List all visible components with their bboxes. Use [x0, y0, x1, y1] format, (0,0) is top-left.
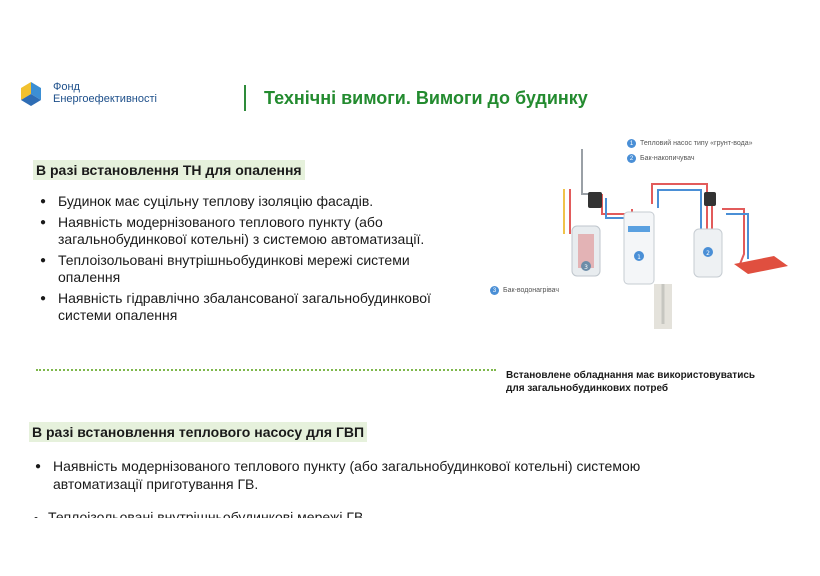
svg-text:3: 3 [584, 264, 588, 271]
list-item: Наявність гідравлічно збалансованої зага… [38, 290, 448, 325]
svg-text:2: 2 [706, 250, 710, 257]
page-title: Технічні вимоги. Вимоги до будинку [264, 88, 588, 108]
logo-text: Фонд Енергоефективності [53, 81, 157, 105]
legend-number: 2 [627, 154, 636, 163]
diagram-caption: Встановлене обладнання має використовува… [506, 369, 755, 395]
logo-line-1: Фонд [53, 81, 80, 93]
logo-line-2: Енергоефективності [53, 93, 157, 105]
legend-item-3: 3 Бак-водонагрівач [490, 286, 559, 295]
list-item: Наявність модернізованого теплового пунк… [33, 458, 713, 493]
diagram-illustration: 3 1 2 [563, 149, 788, 329]
legend-number: 3 [490, 286, 499, 295]
section2-heading: В разі встановлення теплового насосу для… [29, 422, 368, 442]
caption-line-1: Встановлене обладнання має використовува… [506, 370, 756, 381]
svg-text:1: 1 [637, 254, 641, 261]
cutoff-text: Теплоізольовані внутрішньобудинкові мере… [48, 509, 364, 518]
cutoff-list-item: ● Теплоізольовані внутрішньобудинкові мер… [33, 509, 363, 518]
legend-number: 1 [627, 139, 636, 148]
dotted-divider [36, 369, 496, 371]
caption-line-2: для загальнобудинкових потреб [506, 383, 669, 394]
logo: Фонд Енергоефективності [19, 80, 157, 106]
legend-label: Бак-водонагрівач [503, 287, 560, 294]
header-divider [244, 85, 246, 111]
bullet: ● [33, 514, 39, 518]
heat-pump-diagram: 3 1 2 1 Тепловий насос типу «грунт-вода»… [482, 134, 800, 334]
logo-icon [19, 80, 45, 106]
section1-heading: В разі встановлення ТН для опалення [33, 160, 305, 180]
list-item: Теплоізольовані внутрішньобудинкові мере… [38, 252, 448, 287]
list-item: Будинок має суцільну теплову ізоляцію фа… [38, 193, 448, 211]
legend-label: Тепловий насос типу «грунт-вода» [640, 140, 753, 147]
list-item: Наявність модернізованого теплового пунк… [38, 214, 448, 249]
section1-list: Будинок має суцільну теплову ізоляцію фа… [38, 193, 448, 328]
legend-label: Бак-накопичувач [640, 155, 695, 162]
section2-list: Наявність модернізованого теплового пунк… [33, 458, 713, 496]
legend-item-2: 2 Бак-накопичувач [627, 154, 695, 163]
legend-item-1: 1 Тепловий насос типу «грунт-вода» [627, 139, 753, 148]
